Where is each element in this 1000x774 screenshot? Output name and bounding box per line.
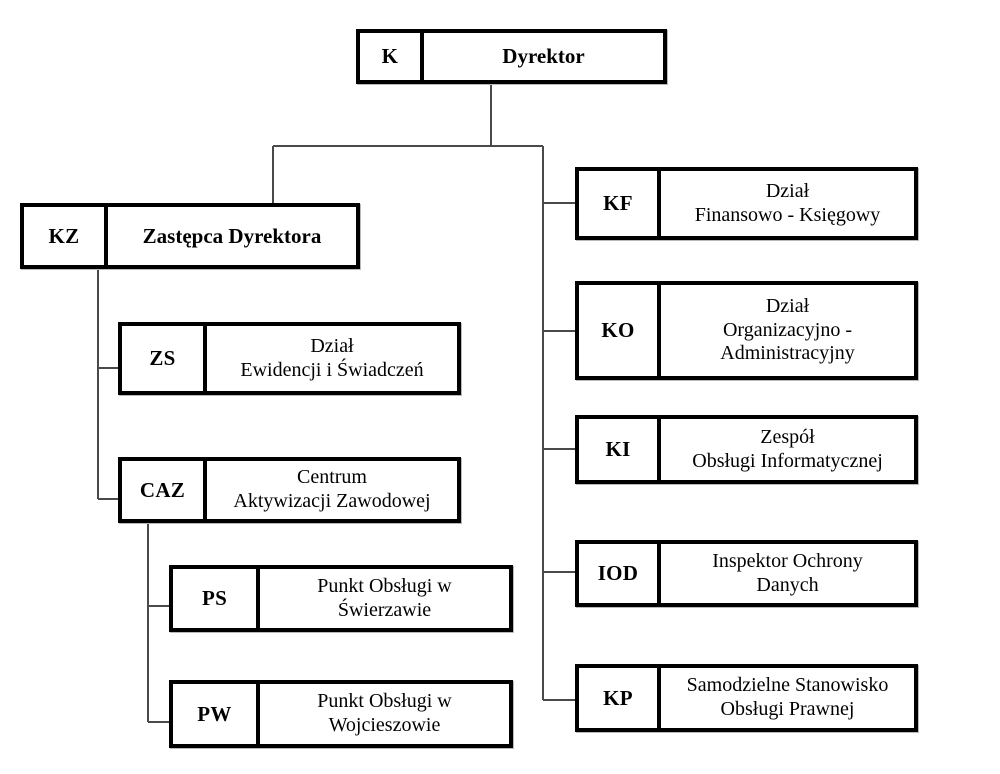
node-kp[interactable]: KP Samodzielne Stanowisko Obsługi Prawne… [575,664,918,732]
node-ko-code: KO [579,285,661,376]
node-caz-title: Centrum Aktywizacji Zawodowej [233,466,431,512]
node-zs-code: ZS [122,326,207,391]
node-kp-title: Samodzielne Stanowisko Obsługi Prawnej [686,674,889,720]
node-iod[interactable]: IOD Inspektor Ochrony Danych [575,540,918,607]
node-pw[interactable]: PW Punkt Obsługi w Wojcieszowie [169,680,513,748]
node-ps[interactable]: PS Punkt Obsługi w Świerzawie [169,565,513,632]
node-zs[interactable]: ZS Dział Ewidencji i Świadczeń [118,322,461,395]
node-director-title: Dyrektor [502,44,585,69]
node-ko-title: Dział Organizacyjno - Administracyjny [720,295,855,365]
node-kf[interactable]: KF Dział Finansowo - Księgowy [575,167,918,240]
node-kp-code: KP [579,668,661,728]
node-iod-title: Inspektor Ochrony Danych [712,549,863,596]
node-ki-code: KI [579,419,661,480]
node-deputy-director-code: KZ [24,207,108,265]
node-deputy-director-title: Zastępca Dyrektora [142,223,322,248]
node-director[interactable]: K Dyrektor [356,29,667,84]
node-ki-title: Zespół Obsługi Informatycznej [692,425,883,472]
node-pw-title: Punkt Obsługi w Wojcieszowie [317,690,452,736]
node-ki[interactable]: KI Zespół Obsługi Informatycznej [575,415,918,484]
node-caz[interactable]: CAZ Centrum Aktywizacji Zawodowej [118,457,461,523]
node-ps-title: Punkt Obsługi w Świerzawie [317,574,452,621]
node-director-code: K [360,33,424,80]
node-ps-code: PS [173,569,260,628]
node-zs-title: Dział Ewidencji i Świadczeń [240,334,424,381]
node-deputy-director[interactable]: KZ Zastępca Dyrektora [20,203,360,269]
node-iod-code: IOD [579,544,661,603]
node-ko[interactable]: KO Dział Organizacyjno - Administracyjny [575,281,918,380]
node-pw-code: PW [173,684,260,744]
node-kf-code: KF [579,171,661,236]
node-caz-code: CAZ [122,461,207,519]
node-kf-title: Dział Finansowo - Księgowy [694,179,881,226]
